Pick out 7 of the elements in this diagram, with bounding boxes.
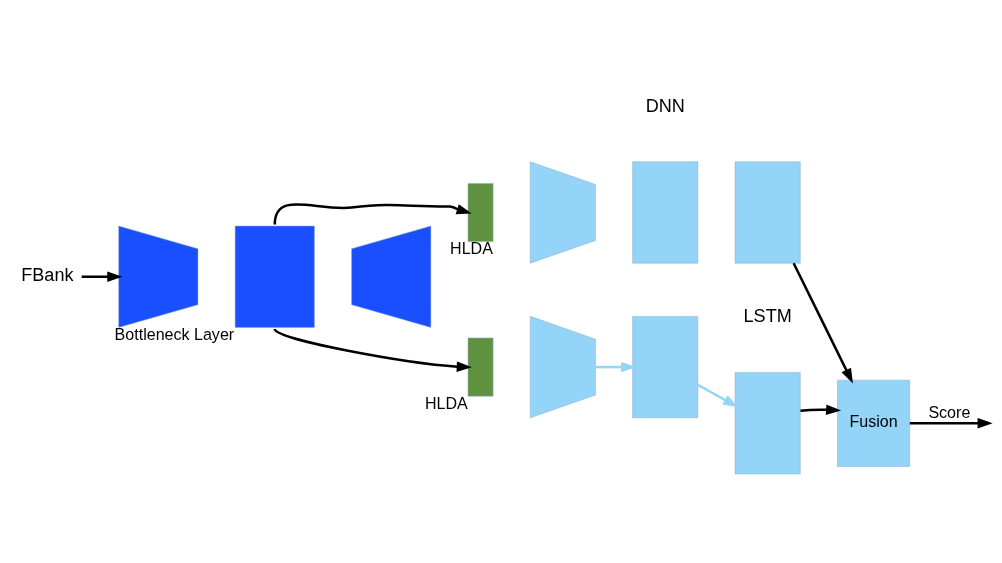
node-label: Bottleneck Layer bbox=[114, 325, 234, 344]
label: LSTM bbox=[743, 306, 792, 327]
node-label: HLDA bbox=[449, 239, 493, 258]
node-label: HLDA bbox=[424, 394, 468, 413]
label: DNN bbox=[645, 95, 685, 116]
node-text: FBank bbox=[20, 265, 73, 286]
edge-label: Score bbox=[927, 403, 970, 422]
